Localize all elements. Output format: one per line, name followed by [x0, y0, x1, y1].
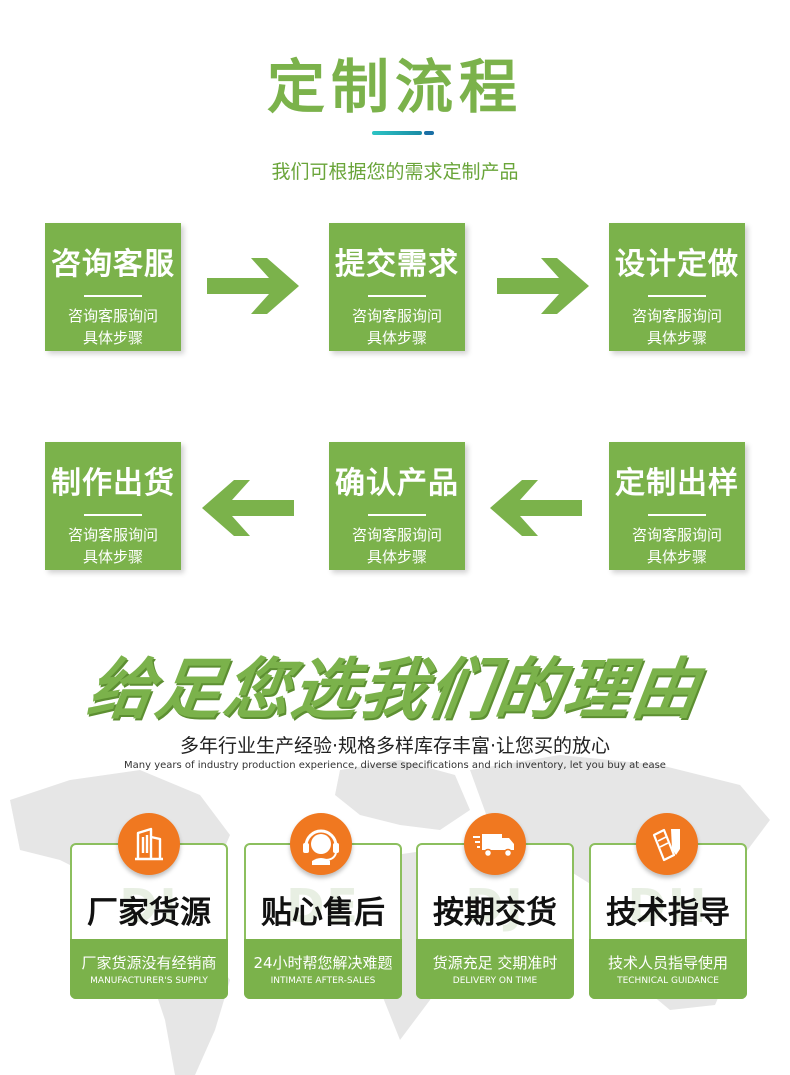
- step-title: 定制出样: [615, 466, 739, 501]
- step-divider: [648, 514, 706, 516]
- reasons-tagline-en: Many years of industry production experi…: [124, 760, 666, 771]
- step-card-produce: 制作出货 咨询客服询问 具体步骤: [45, 442, 181, 570]
- step-title: 提交需求: [335, 247, 459, 282]
- step-desc-line1: 咨询客服询问: [67, 307, 158, 325]
- feature-footer: 24小时帮您解决难题 INTIMATE AFTER-SALES: [244, 939, 402, 999]
- step-desc-line2: 具体步骤: [646, 329, 707, 347]
- page-subtitle: 我们可根据您的需求定制产品: [271, 161, 519, 183]
- step-card-confirm: 确认产品 咨询客服询问 具体步骤: [329, 442, 465, 570]
- pencil-book-icon: [636, 813, 698, 875]
- step-divider: [648, 295, 706, 297]
- step-desc-line1: 咨询客服询问: [351, 307, 442, 325]
- reasons-title: 给足您选我们的理由: [82, 651, 706, 728]
- feature-desc: 24小时帮您解决难题: [253, 954, 393, 972]
- step-desc-line1: 咨询客服询问: [631, 526, 722, 544]
- feature-desc: 技术人员指导使用: [607, 954, 728, 972]
- step-card-design: 设计定做 咨询客服询问 具体步骤: [609, 223, 745, 351]
- headset-icon: [290, 813, 352, 875]
- arrow-left-icon: [202, 480, 294, 536]
- step-card-sample: 定制出样 咨询客服询问 具体步骤: [609, 442, 745, 570]
- reasons-tagline: 多年行业生产经验·规格多样库存丰富·让您买的放心: [179, 735, 611, 757]
- title-divider-dot: [424, 131, 434, 135]
- step-divider: [84, 514, 142, 516]
- feature-footer: 货源充足 交期准时 DELIVERY ON TIME: [416, 939, 574, 999]
- step-desc-line1: 咨询客服询问: [631, 307, 722, 325]
- step-desc-line1: 咨询客服询问: [67, 526, 158, 544]
- feature-title: 贴心售后: [261, 895, 385, 931]
- step-title: 确认产品: [335, 466, 459, 501]
- step-title: 设计定做: [615, 247, 739, 282]
- truck-icon: [464, 813, 526, 875]
- feature-card-manufacturer: DI 厂家货源 厂家货源没有经销商 MANUFACTURER'S SUPPLY: [70, 843, 228, 999]
- arrow-right-icon: [207, 258, 299, 314]
- feature-title: 按期交货: [433, 895, 557, 931]
- step-divider: [84, 295, 142, 297]
- step-desc-line2: 具体步骤: [366, 329, 427, 347]
- feature-footer: 技术人员指导使用 TECHNICAL GUIDANCE: [589, 939, 747, 999]
- building-icon: [118, 813, 180, 875]
- step-card-submit: 提交需求 咨询客服询问 具体步骤: [329, 223, 465, 351]
- step-divider: [368, 295, 426, 297]
- step-desc-line2: 具体步骤: [82, 329, 143, 347]
- feature-watermark: DH: [627, 879, 709, 933]
- arrow-right-icon: [497, 258, 589, 314]
- feature-footer: 厂家货源没有经销商 MANUFACTURER'S SUPPLY: [70, 939, 228, 999]
- step-divider: [368, 514, 426, 516]
- feature-desc-en: TECHNICAL GUIDANCE: [617, 976, 719, 986]
- title-divider: [372, 131, 422, 135]
- step-desc-line2: 具体步骤: [646, 548, 707, 566]
- step-card-consult: 咨询客服 咨询客服询问 具体步骤: [45, 223, 181, 351]
- step-desc-line2: 具体步骤: [82, 548, 143, 566]
- feature-card-delivery: DJ 按期交货 货源充足 交期准时 DELIVERY ON TIME: [416, 843, 574, 999]
- feature-desc-en: INTIMATE AFTER-SALES: [270, 976, 376, 986]
- feature-desc-en: DELIVERY ON TIME: [452, 976, 538, 986]
- feature-desc-en: MANUFACTURER'S SUPPLY: [90, 976, 208, 986]
- feature-watermark: DE: [286, 879, 360, 933]
- step-desc-line1: 咨询客服询问: [351, 526, 442, 544]
- page-title: 定制流程: [266, 53, 523, 121]
- step-desc-line2: 具体步骤: [366, 548, 427, 566]
- feature-title: 厂家货源: [87, 895, 211, 931]
- feature-title: 技术指导: [606, 895, 730, 931]
- step-title: 制作出货: [51, 466, 175, 501]
- step-title: 咨询客服: [51, 247, 175, 282]
- feature-watermark: DI: [119, 879, 179, 933]
- arrow-left-icon: [490, 480, 582, 536]
- feature-desc: 货源充足 交期准时: [432, 954, 558, 972]
- feature-desc: 厂家货源没有经销商: [81, 954, 217, 972]
- feature-watermark: DJ: [465, 879, 525, 933]
